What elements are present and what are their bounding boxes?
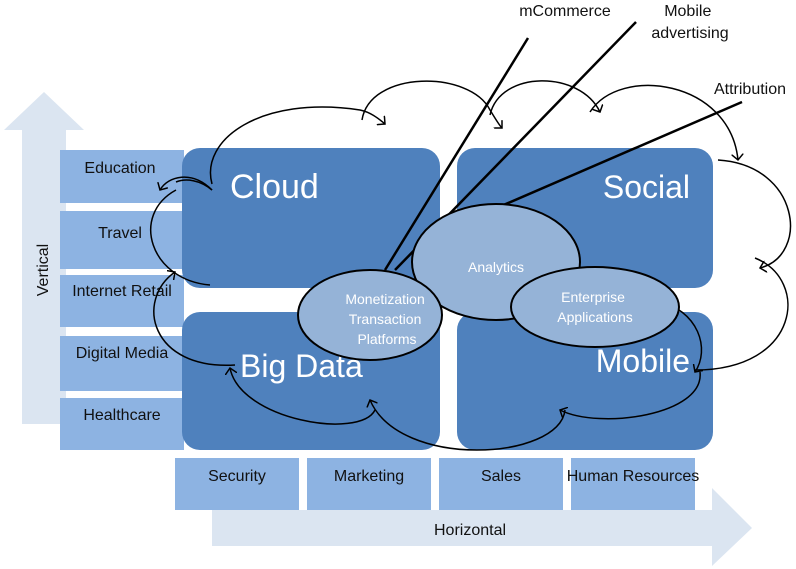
ellipse-monetization: Monetization Transaction Platforms <box>297 269 443 361</box>
quadrant-mobile: Mobile <box>457 312 713 450</box>
attribution-label: Attribution <box>714 81 786 98</box>
horizontal-box-marketing: Marketing <box>307 458 431 510</box>
quadrant-cloud: Cloud <box>182 148 440 288</box>
horizontal-box-sales: Sales <box>439 458 563 510</box>
vertical-box-internet-retail: Internet Retail <box>60 275 184 327</box>
vertical-label: Digital Media <box>76 345 169 362</box>
vertical-label: Education <box>84 160 155 177</box>
quadrant-label: Social <box>603 169 690 205</box>
ellipse-label: Enterprise Applications <box>557 289 633 325</box>
quadrant-label: Mobile <box>596 343 690 379</box>
vertical-box-travel: Travel <box>60 211 184 269</box>
vertical-box-education: Education <box>60 150 184 203</box>
vertical-box-healthcare: Healthcare <box>60 398 184 450</box>
vertical-box-digital-media: Digital Media <box>60 336 184 391</box>
horizontal-box-security: Security <box>175 458 299 510</box>
horizontal-label: Marketing <box>334 468 404 485</box>
ellipse-label: Analytics <box>468 259 524 275</box>
horizontal-label: Human Resources <box>567 468 700 485</box>
ellipse-label: Monetization Transaction Platforms <box>345 291 428 347</box>
vertical-label: Internet Retail <box>72 283 172 300</box>
vertical-label: Healthcare <box>83 407 160 424</box>
quadrant-label: Cloud <box>230 168 319 206</box>
horizontal-label: Sales <box>481 468 521 485</box>
vertical-label: Travel <box>98 225 142 242</box>
horizontal-axis-label: Horizontal <box>434 522 506 539</box>
ellipse-enterprise: Enterprise Applications <box>510 266 680 348</box>
mcommerce-label: mCommerce <box>519 3 611 20</box>
cloud-arrows <box>150 80 792 451</box>
horizontal-label: Security <box>208 468 266 485</box>
mobile-advertising-label: Mobile advertising <box>651 3 728 42</box>
horizontal-box-human-resources: Human Resources <box>567 458 700 510</box>
vertical-axis-label: Vertical <box>35 244 52 296</box>
horizontal-axis-arrow <box>212 488 752 566</box>
